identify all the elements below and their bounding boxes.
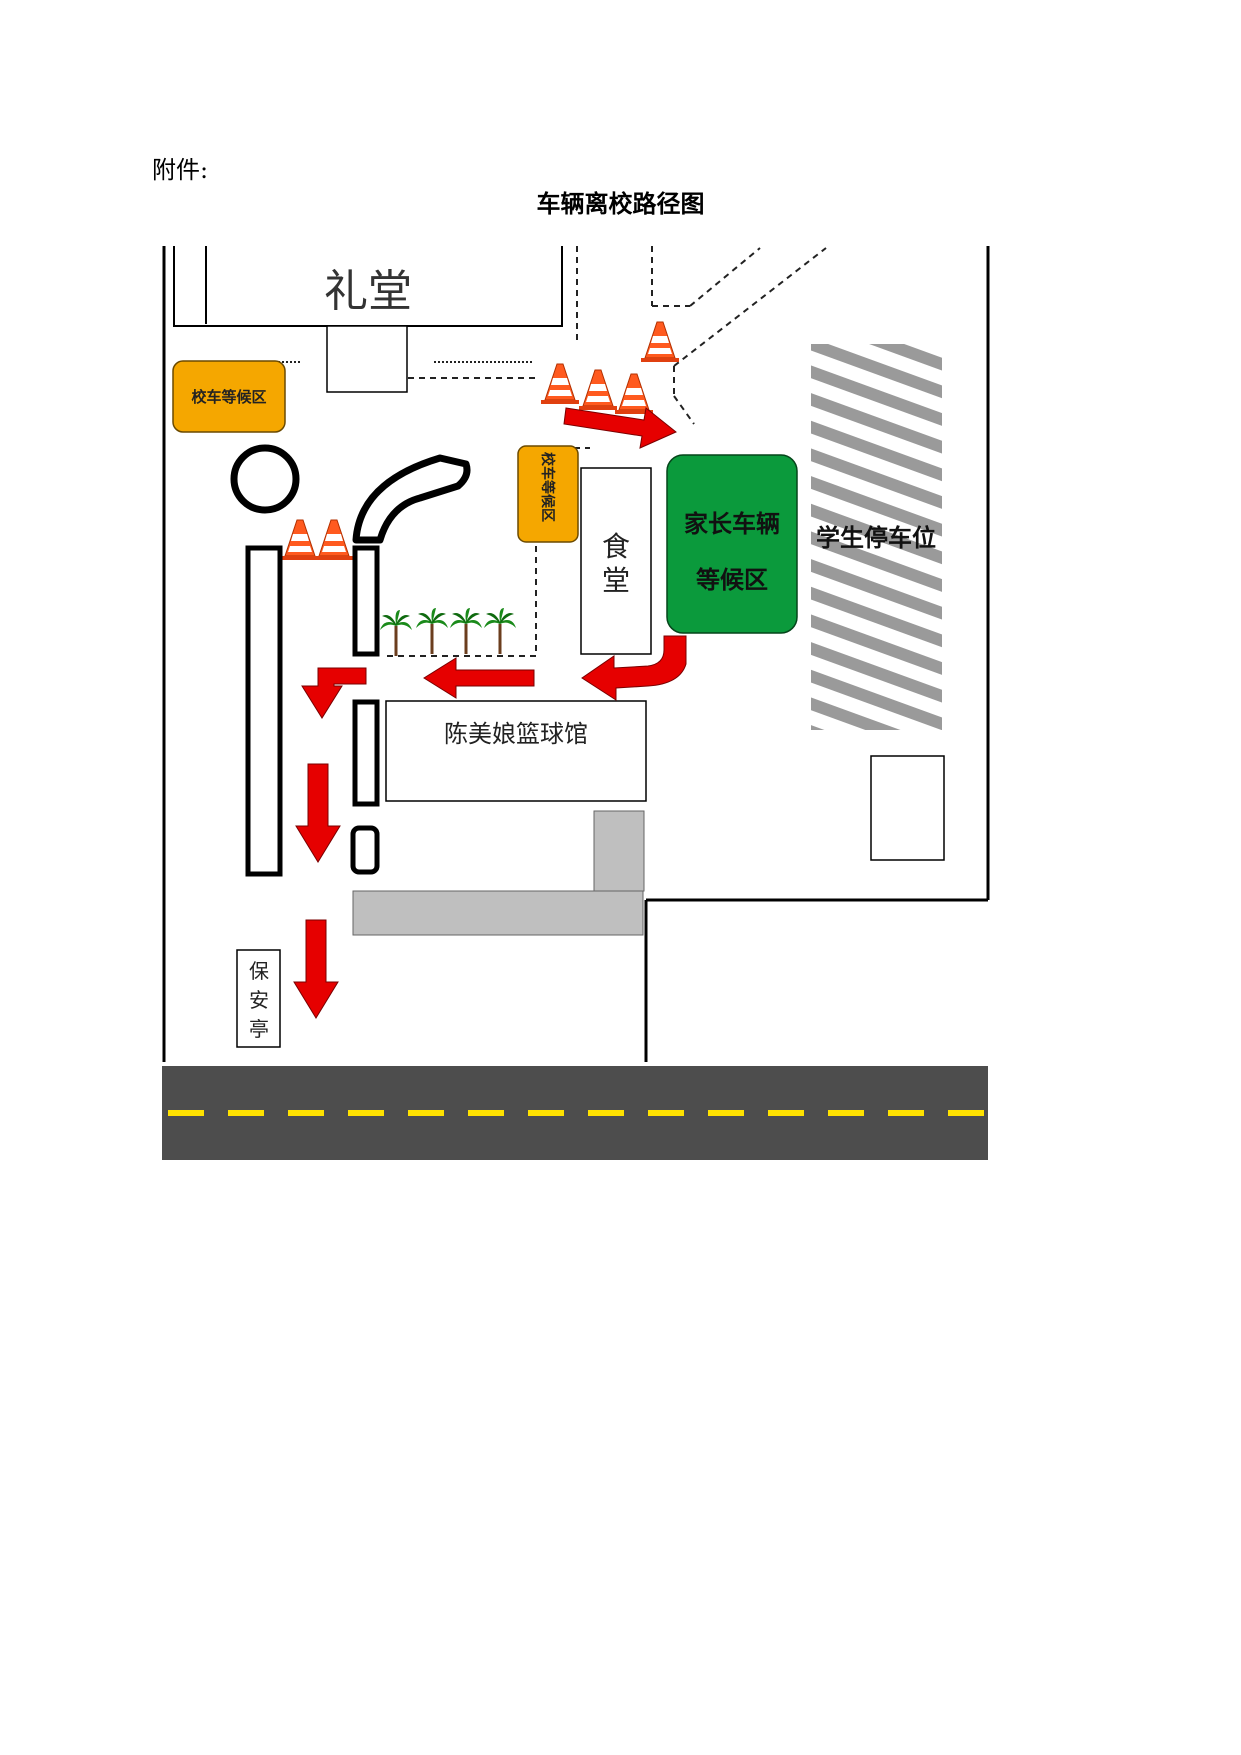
canteen xyxy=(580,467,652,655)
canteenText-char: 堂 xyxy=(602,564,630,597)
left-strip-building xyxy=(245,545,283,877)
road xyxy=(162,1066,988,1160)
arrow-south-2 xyxy=(293,919,339,1019)
bus-waiting-zone-mid xyxy=(517,445,579,543)
guard-booth xyxy=(236,949,281,1048)
block-middle xyxy=(352,699,380,807)
guardText-char: 保 xyxy=(249,959,269,983)
gray-block-small xyxy=(593,810,645,892)
curved-walkway xyxy=(352,454,471,544)
arrow-west xyxy=(423,657,535,699)
guardText-char: 安 xyxy=(249,988,269,1012)
svg-text:食堂: 食堂 xyxy=(602,530,630,597)
campus-boundary xyxy=(162,246,990,1062)
student-parking-area xyxy=(811,344,942,730)
guard-booth-label: 保安亭 xyxy=(249,959,269,1041)
svg-text:保安亭: 保安亭 xyxy=(249,959,269,1041)
arrow-south-1 xyxy=(295,763,341,863)
palm-trees xyxy=(380,608,516,656)
arrow-parent-exit xyxy=(581,635,687,701)
gym-label: 陈美娘篮球馆 xyxy=(444,720,588,748)
parent-waiting-zone-label-line2: 等候区 xyxy=(696,565,768,594)
block-lower xyxy=(350,825,380,875)
block-upper xyxy=(352,545,380,657)
page-title: 车辆离校路径图 xyxy=(536,189,705,218)
gray-block-long xyxy=(352,890,644,936)
guardText-char: 亭 xyxy=(249,1017,269,1041)
route-arrows xyxy=(293,407,687,1019)
bus-waiting-zone-left xyxy=(172,360,286,433)
student-parking-label: 学生停车位 xyxy=(816,523,936,552)
auditorium-label: 礼堂 xyxy=(324,266,412,317)
bus-waiting-zone-mid-label: 校车等候区 xyxy=(539,452,556,522)
parent-waiting-zone-label-line1: 家长车辆 xyxy=(684,509,780,538)
arrow-entry xyxy=(563,407,677,449)
parent-waiting-zone xyxy=(666,454,798,634)
roundabout xyxy=(230,444,300,514)
canteenText-char: 食 xyxy=(602,530,630,563)
canteen-label: 食堂 xyxy=(602,530,630,597)
arrow-turn-south xyxy=(301,667,367,719)
bus-waiting-zone-left-label: 校车等候区 xyxy=(191,388,266,406)
small-building-right xyxy=(870,755,945,861)
attachment-label: 附件: xyxy=(152,156,209,184)
gym xyxy=(385,700,647,802)
auditorium xyxy=(173,246,563,393)
